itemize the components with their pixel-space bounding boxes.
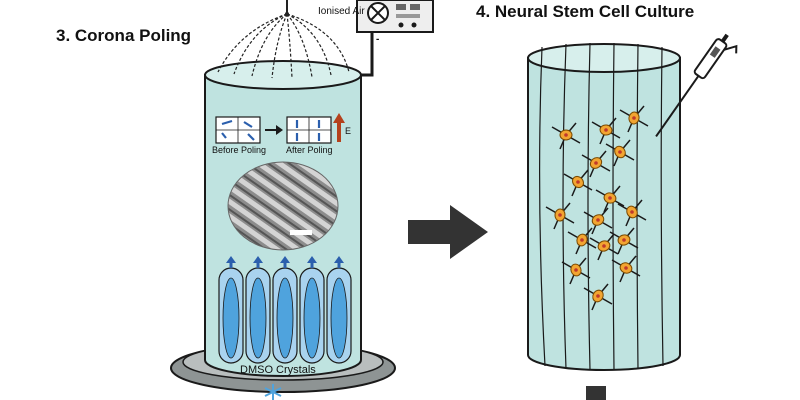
neural-cell	[589, 233, 619, 261]
neural-cell	[567, 227, 597, 255]
section-title-stem-cell-culture: 4. Neural Stem Cell Culture	[476, 2, 695, 21]
dmso-crystals-label: DMSO Crystals	[240, 364, 316, 376]
neural-cell	[561, 257, 591, 285]
before-poling-label: Before Poling	[212, 145, 267, 155]
neural-cell	[611, 255, 641, 283]
power-supply-icon	[356, 0, 434, 77]
neural-cell	[563, 169, 593, 197]
before-poling-box	[215, 116, 261, 144]
aligned-channels	[218, 256, 352, 364]
electric-field-arrow	[333, 113, 345, 142]
neural-cell	[591, 117, 621, 145]
down-arrow-icon	[586, 386, 606, 400]
neural-cell	[605, 139, 635, 167]
needle-electrode-icon	[285, 0, 289, 16]
after-poling-label: After Poling	[286, 145, 333, 155]
scaffold-cylinder	[527, 42, 681, 371]
after-poling-box	[286, 116, 332, 144]
neural-cell	[609, 227, 639, 255]
neural-cell	[583, 283, 613, 311]
neural-cell	[551, 122, 581, 150]
snowflake-icon	[264, 384, 282, 400]
stem-cell-cluster	[545, 105, 649, 311]
neural-cell	[581, 150, 611, 178]
pipette-icon	[655, 33, 738, 138]
neural-cell	[617, 199, 647, 227]
corona-field-lines	[217, 13, 350, 79]
poling-transition-arrow	[265, 125, 283, 135]
ionised-air-label: Ionised Air	[318, 6, 365, 17]
neural-cell	[595, 185, 625, 213]
neural-cell	[583, 207, 613, 235]
scale-bar	[290, 230, 312, 235]
right-arrow-icon	[408, 205, 488, 259]
section-title-corona-poling: 3. Corona Poling	[56, 26, 192, 45]
field-label: E	[345, 126, 352, 136]
negative-terminal-label: -	[376, 34, 380, 45]
neural-cell	[619, 105, 649, 133]
neural-cell	[545, 202, 575, 230]
sem-micrograph	[227, 161, 339, 251]
